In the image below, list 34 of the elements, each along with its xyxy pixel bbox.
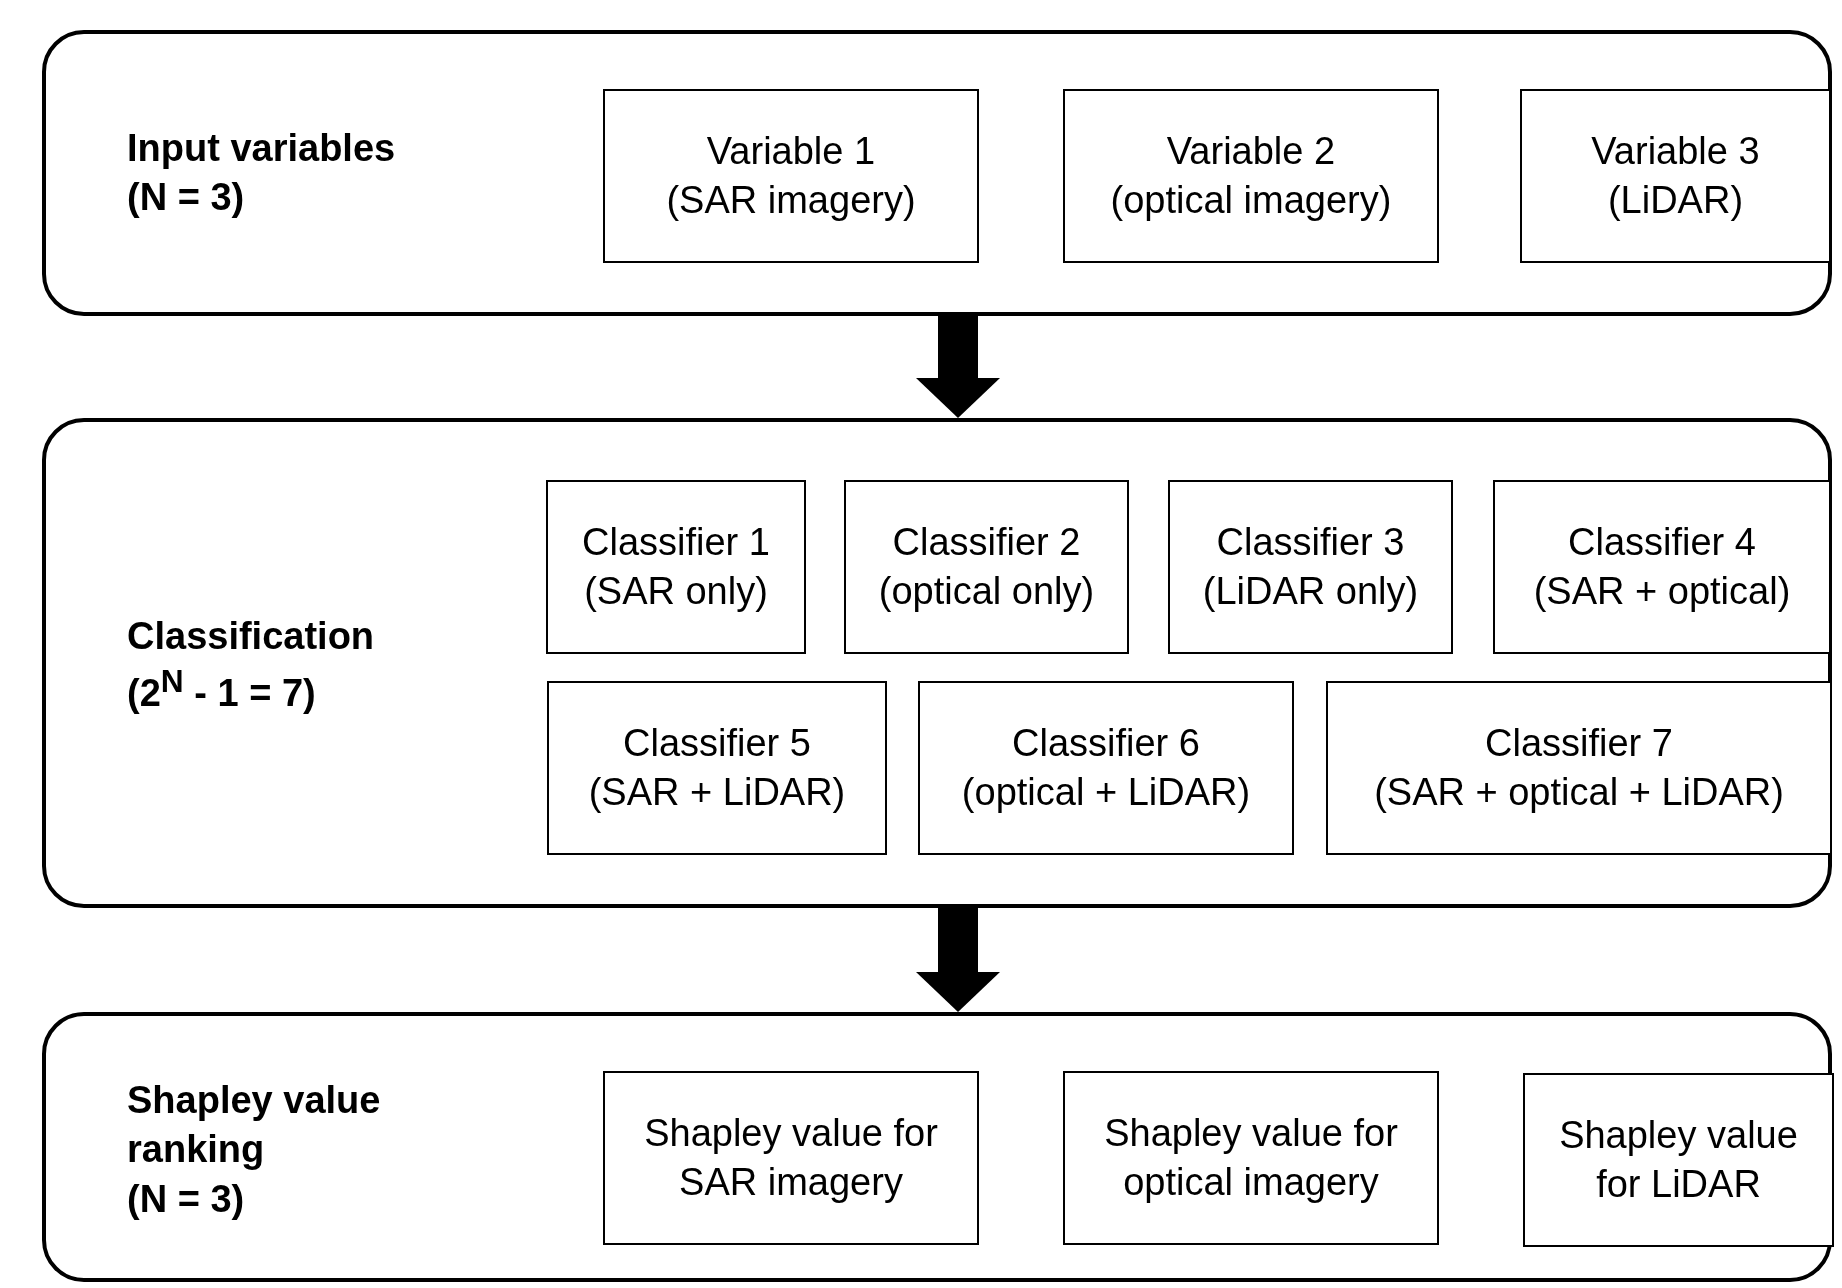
process-box [547, 681, 887, 855]
box-label: Classifier 2 (optical only) [878, 519, 1095, 614]
process-box [603, 89, 979, 263]
stage-heading: Input variables (N = 3) [127, 126, 396, 221]
box-label: Classifier 1 (SAR only) [582, 519, 770, 614]
process-box [1063, 89, 1439, 263]
arrow [916, 316, 1000, 418]
box-label: Shapley value for LiDAR [1559, 1112, 1798, 1207]
process-box [918, 681, 1294, 855]
stage-heading: Classification (2$^{N}$ - 1 = 7) [127, 614, 375, 717]
process-box [603, 1071, 979, 1245]
box-label: Shapley value for SAR imagery [644, 1110, 938, 1205]
process-box [1523, 1073, 1834, 1247]
box-label: Variable 1 (SAR imagery) [666, 128, 916, 223]
box-label: Classifier 4 (SAR + optical) [1533, 519, 1791, 614]
process-box [1493, 480, 1831, 654]
process-box [1326, 681, 1832, 855]
stage-panel [42, 30, 1832, 316]
stage-heading: Shapley value ranking (N = 3) [127, 1078, 381, 1222]
box-label: Classifier 6 (optical + LiDAR) [961, 720, 1251, 815]
process-box [1063, 1071, 1439, 1245]
box-label: Classifier 3 (LiDAR only) [1202, 519, 1419, 614]
box-label: Shapley value for optical imagery [1104, 1110, 1398, 1205]
box-label: Classifier 5 (SAR + LiDAR) [588, 720, 846, 815]
box-label: Variable 3 (LiDAR) [1591, 128, 1760, 223]
process-box [546, 480, 806, 654]
process-box [1520, 89, 1831, 263]
box-label: Classifier 7 (SAR + optical + LiDAR) [1374, 720, 1784, 815]
process-box [844, 480, 1129, 654]
arrow [916, 908, 1000, 1012]
stage-panel [42, 1012, 1832, 1282]
box-label: Variable 2 (optical imagery) [1110, 128, 1392, 223]
stage-panel [42, 418, 1832, 908]
process-box [1168, 480, 1453, 654]
